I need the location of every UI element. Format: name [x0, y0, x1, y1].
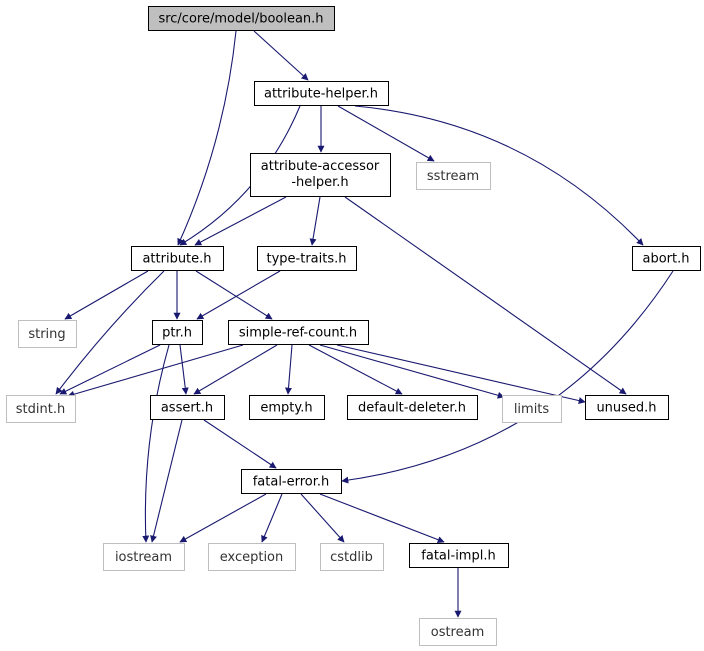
node-default-deleter[interactable]: default-deleter.h — [347, 395, 478, 420]
node-box — [249, 395, 325, 420]
node-exception: exception — [208, 543, 296, 571]
node-box — [131, 246, 224, 271]
node-label: simple-ref-count.h — [239, 326, 357, 341]
edge-attribute-helper-to-abort — [354, 105, 644, 246]
node-box — [416, 162, 491, 190]
node-ptr[interactable]: ptr.h — [152, 320, 203, 345]
node-sstream: sstream — [416, 162, 491, 190]
node-simple-ref-count[interactable]: simple-ref-count.h — [228, 320, 369, 345]
node-box — [228, 320, 369, 345]
dependency-nodes: src/core/model/boolean.h attribute-helper… — [6, 6, 701, 646]
node-ostream: ostream — [419, 618, 497, 646]
edge-attribute-accessor-helper-to-unused — [344, 196, 627, 395]
node-label: limits — [514, 402, 550, 417]
edge-simple-ref-count-to-assert — [193, 344, 278, 395]
node-label: ptr.h — [162, 326, 192, 341]
edge-fatal-error-to-fatal-impl — [319, 493, 445, 543]
node-label: attribute.h — [142, 252, 211, 267]
edge-ptr-to-assert — [179, 344, 189, 395]
node-iostream: iostream — [103, 543, 185, 571]
node-label: iostream — [115, 550, 172, 565]
node-string: string — [18, 320, 77, 348]
node-limits: limits — [502, 395, 562, 423]
node-box — [419, 618, 497, 646]
node-box — [254, 81, 389, 106]
dependency-edges — [55, 30, 674, 618]
edge-attribute-helper-to-sstream — [337, 105, 435, 162]
edge-attribute-accessor-helper-to-attribute — [194, 196, 287, 246]
edge-ptr-to-stdint — [59, 344, 161, 395]
node-label: sstream — [427, 169, 479, 184]
node-label: exception — [220, 550, 284, 565]
node-label: string — [28, 327, 65, 342]
node-box — [347, 395, 478, 420]
edge-ptr-to-iostream — [142, 344, 170, 543]
node-box — [150, 395, 225, 420]
edge-type-traits-to-ptr — [196, 270, 281, 320]
edge-attribute-to-simple-ref-count — [195, 270, 273, 320]
node-box — [103, 543, 185, 571]
node-attribute[interactable]: attribute.h — [131, 246, 224, 271]
edge-simple-ref-count-to-unused — [336, 344, 586, 404]
node-label: unused.h — [596, 401, 656, 416]
edge-fatal-error-to-iostream — [179, 493, 267, 543]
edge-assert-to-fatal-error — [203, 419, 277, 469]
node-label: default-deleter.h — [358, 401, 466, 416]
node-box — [502, 395, 562, 423]
node-box — [632, 246, 701, 271]
node-box — [6, 395, 76, 423]
edge-assert-to-iostream — [150, 419, 183, 543]
node-box — [18, 320, 77, 348]
node-attribute-helper[interactable]: attribute-helper.h — [254, 81, 389, 106]
edge-attribute-to-string — [64, 270, 149, 320]
node-label: fatal-error.h — [253, 475, 330, 490]
node-label: attribute-helper.h — [264, 87, 378, 102]
edge-simple-ref-count-to-default-deleter — [308, 344, 403, 395]
node-fatal-impl[interactable]: fatal-impl.h — [409, 543, 509, 568]
node-label: assert.h — [161, 401, 213, 416]
node-assert[interactable]: assert.h — [150, 395, 225, 420]
node-attribute-accessor-helper[interactable]: attribute-accessor-helper.h — [250, 153, 391, 197]
node-box — [148, 6, 335, 31]
edge-fatal-error-to-exception — [261, 493, 283, 543]
node-box — [409, 543, 509, 568]
node-box — [585, 395, 669, 420]
node-boolean[interactable]: src/core/model/boolean.h — [148, 6, 335, 31]
node-label: src/core/model/boolean.h — [158, 12, 323, 27]
node-type-traits[interactable]: type-traits.h — [257, 246, 357, 271]
edge-abort-to-fatal-error — [341, 270, 674, 484]
node-box — [257, 246, 357, 271]
node-box — [208, 543, 296, 571]
node-box — [152, 320, 203, 345]
node-empty[interactable]: empty.h — [249, 395, 325, 420]
node-box — [320, 543, 384, 571]
node-cstdlib: cstdlib — [320, 543, 384, 571]
edge-attribute-accessor-helper-to-type-traits — [309, 196, 321, 246]
node-label: ostream — [431, 625, 485, 640]
edge-simple-ref-count-to-limits — [319, 344, 505, 399]
node-label: abort.h — [643, 252, 690, 267]
edge-simple-ref-count-to-empty — [285, 344, 293, 395]
node-fatal-error[interactable]: fatal-error.h — [241, 469, 342, 494]
node-label: attribute-accessor-helper.h — [261, 159, 380, 190]
node-box — [241, 469, 342, 494]
node-abort[interactable]: abort.h — [632, 246, 701, 271]
edge-fatal-error-to-cstdlib — [300, 493, 345, 543]
edge-attribute-to-stdint — [55, 270, 165, 395]
node-label: type-traits.h — [267, 252, 347, 267]
edge-boolean-to-attribute — [177, 30, 237, 246]
node-unused[interactable]: unused.h — [585, 395, 669, 420]
edge-simple-ref-count-to-stdint — [67, 344, 244, 398]
node-stdint: stdint.h — [6, 395, 76, 423]
node-label: cstdlib — [330, 550, 373, 565]
node-label: fatal-impl.h — [421, 549, 495, 564]
node-label: stdint.h — [16, 402, 65, 417]
edge-boolean-to-attribute-helper — [253, 30, 309, 81]
node-label: empty.h — [260, 401, 312, 416]
node-box — [250, 153, 391, 197]
